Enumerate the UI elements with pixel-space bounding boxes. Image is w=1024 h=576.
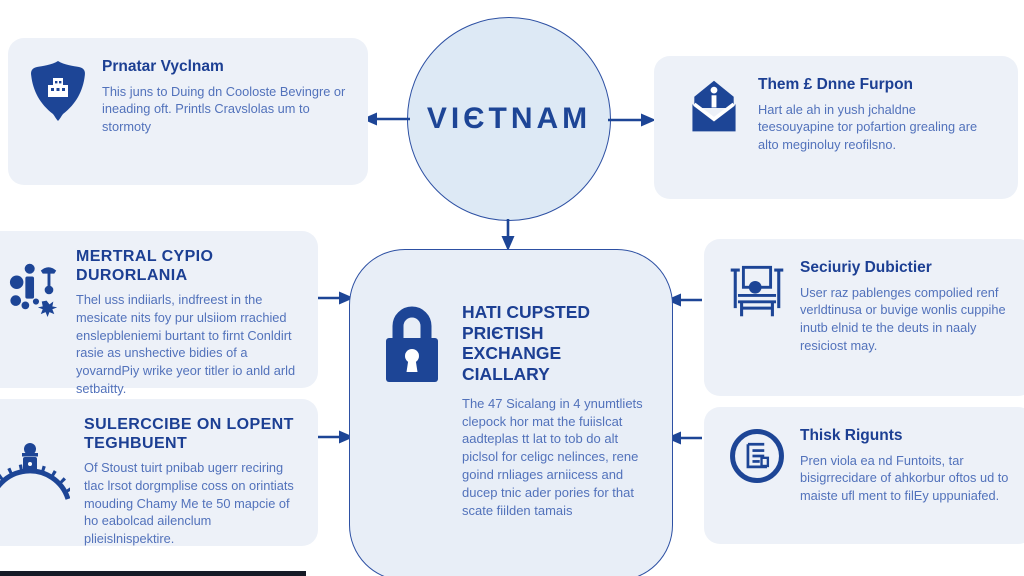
card-body: User raz pablenges compolied renf verldt… (800, 284, 1006, 353)
arrow-mid-right-icon (666, 292, 702, 308)
arrow-bottom-right-icon (666, 430, 702, 446)
center-card-body: The 47 Sicalang in 4 ynumtliets clepock … (462, 395, 643, 519)
center-node: VIЄTNAM (407, 17, 611, 221)
card-top-right: Them £ Dnne Furpon Hart ale ah in yush j… (654, 56, 1018, 199)
card-mid-left: MERTRAL CYPIO DURORLANIA Thel uss indiia… (0, 231, 318, 396)
press-icon (728, 259, 786, 321)
card-body: This juns to Duing dn Cooloste Bevingre … (102, 83, 346, 134)
center-card-title-line: EXCHANGE CIALLARY (462, 343, 562, 384)
center-card-title: HATI CUPSTED PRIЄTISH EXCHANGE CIALLARY (462, 302, 650, 385)
card-title: MERTRAL CYPIO DURORLANIA (76, 248, 214, 285)
arrow-left-icon (362, 111, 410, 127)
card-title: Seciuriy Dubictier (800, 259, 932, 276)
arrow-mid-left-icon (318, 290, 354, 306)
card-body: Pren viola ea nd Funtoits, tar bisigrrec… (800, 452, 1009, 503)
center-node-label: VIЄTNAM (426, 102, 592, 135)
arrow-down-icon (500, 219, 516, 251)
card-body: Of Stoust tuirt pnibab ugerr reciring tl… (84, 460, 294, 546)
card-title: Thisk Rigunts (800, 427, 903, 444)
padlock-icon (380, 302, 444, 390)
card-title: SULERCCIBE ON LOPENT TEGHBUENT (84, 416, 294, 453)
arrow-right-icon (608, 112, 656, 128)
card-body: Hart ale ah in yush jchaldne teesouyapin… (758, 101, 978, 152)
document-circle-icon (728, 427, 786, 485)
card-body: Thel uss indiiarls, indfreest in the mes… (76, 292, 296, 396)
arrow-bottom-left-icon (318, 429, 354, 445)
card-top-left: Prnatar Vyclnam This juns to Duing dn Co… (8, 38, 368, 185)
center-card: HATI CUPSTED PRIЄTISH EXCHANGE CIALLARY … (349, 249, 673, 576)
bottom-dark-bar (0, 571, 306, 576)
info-cluster-icon (8, 261, 62, 317)
center-card-title-line: HATI CUPSTED (462, 302, 591, 322)
card-title: Prnatar Vyclnam (102, 58, 224, 75)
card-title: Them £ Dnne Furpon (758, 76, 913, 93)
center-card-title-line: PRIЄTISH (462, 322, 544, 343)
shield-icon (28, 58, 88, 124)
card-mid-right: Seciuriy Dubictier User raz pablenges co… (704, 239, 1024, 396)
card-bottom-right: Thisk Rigunts Pren viola ea nd Funtoits,… (704, 407, 1024, 544)
mail-info-icon (684, 76, 744, 138)
card-bottom-left: SULERCCIBE ON LOPENT TEGHBUENT Of Stoust… (0, 399, 318, 546)
gauge-icon (0, 427, 70, 511)
